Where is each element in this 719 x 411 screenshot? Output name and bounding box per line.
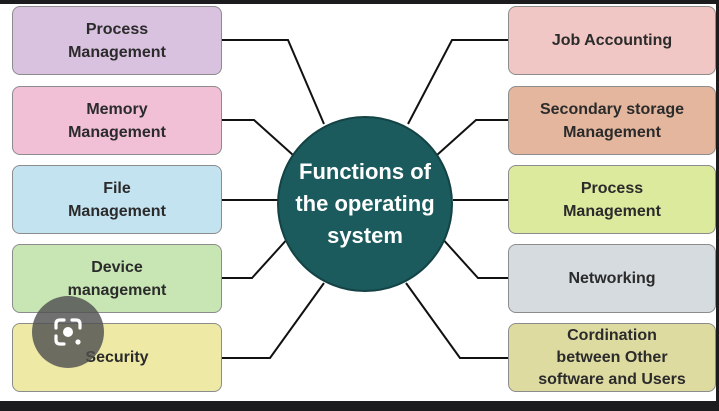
node-memory-management: Memory Management [12,86,222,155]
lens-search-button[interactable] [32,296,104,368]
node-label: Process Management [563,179,661,220]
node-label: Memory Management [68,100,166,141]
node-device-management: Device management [12,244,222,313]
bottom-frame-bar [0,401,719,411]
node-label: Job Accounting [551,32,673,49]
node-label: Networking [568,270,656,287]
connector-right-2 [436,119,508,156]
connector-right-1 [407,39,508,125]
connector-right-4 [439,235,508,279]
connector-left-5 [222,282,325,359]
connector-right-5 [405,282,508,359]
node-label: Device management [67,258,167,299]
node-label: Secondary storage Management [539,100,685,141]
top-frame-bar [0,0,719,4]
connector-left-1 [222,39,325,125]
node-label: Security [85,349,149,366]
node-coordination: Cordination between Other software and U… [508,323,716,392]
node-process-management-right: Process Management [508,165,716,234]
central-hub: Functions of the operating system [277,116,453,292]
node-networking: Networking [508,244,716,313]
node-label: Cordination between Other software and U… [538,326,686,388]
node-label: File Management [68,179,166,220]
connector-left-2 [222,119,294,156]
right-frame-edge [716,0,719,411]
node-process-management-left: Process Management [12,6,222,75]
hub-label: Functions of the operating system [295,159,435,248]
lens-search-icon [54,318,82,346]
connector-left-4 [222,235,291,279]
node-label: Process Management [68,20,166,61]
node-file-management: File Management [12,165,222,234]
node-secondary-storage-management: Secondary storage Management [508,86,716,155]
node-job-accounting: Job Accounting [508,6,716,75]
